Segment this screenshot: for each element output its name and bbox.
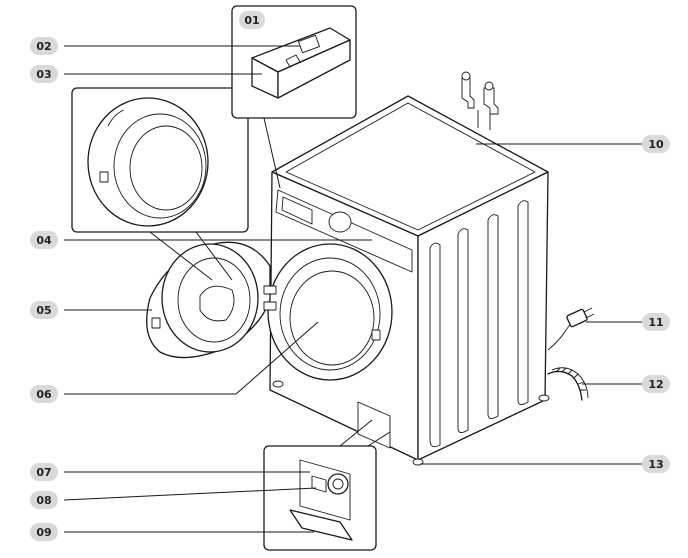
drain-hose xyxy=(547,367,589,401)
door-seal xyxy=(267,243,393,381)
callout-02: 02 xyxy=(30,37,58,55)
callout-01-label: 01 xyxy=(244,14,259,27)
callout-11-label: 11 xyxy=(648,316,663,329)
callout-05-label: 05 xyxy=(36,304,51,317)
callout-12: 12 xyxy=(642,375,670,393)
washing-machine-body xyxy=(267,95,550,466)
callout-07: 07 xyxy=(30,463,58,481)
callout-12-label: 12 xyxy=(648,378,663,391)
callout-01: 01 xyxy=(239,11,265,29)
callout-10: 10 xyxy=(642,135,670,153)
callout-08-label: 08 xyxy=(36,494,51,507)
water-taps xyxy=(461,71,499,130)
callout-02-label: 02 xyxy=(36,40,51,53)
open-door xyxy=(146,241,277,359)
callout-06-label: 06 xyxy=(36,388,52,401)
callout-07-label: 07 xyxy=(36,466,51,479)
callout-13: 13 xyxy=(642,455,670,473)
callout-04: 04 xyxy=(30,231,58,249)
power-plug xyxy=(547,307,595,351)
callout-09-label: 09 xyxy=(36,526,51,539)
callout-09: 09 xyxy=(30,523,58,541)
door-detail-inset xyxy=(71,87,249,281)
leader-lines xyxy=(63,45,642,533)
callout-04-label: 04 xyxy=(36,234,52,247)
callout-05: 05 xyxy=(30,301,58,319)
callout-13-label: 13 xyxy=(648,458,663,471)
callout-06: 06 xyxy=(30,385,58,403)
callout-03-label: 03 xyxy=(36,68,51,81)
program-knob xyxy=(328,211,352,233)
callout-11: 11 xyxy=(642,313,670,331)
callout-10-label: 10 xyxy=(648,138,664,151)
callout-08: 08 xyxy=(30,491,58,509)
callout-03: 03 xyxy=(30,65,58,83)
detergent-drawer-inset xyxy=(231,5,357,189)
